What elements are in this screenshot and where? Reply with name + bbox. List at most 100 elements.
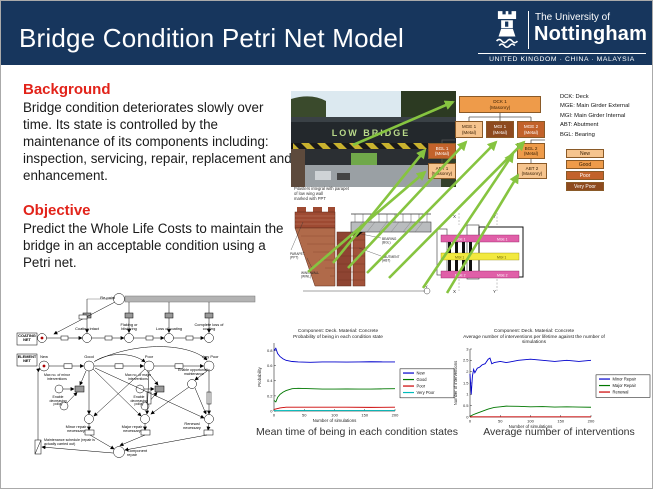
logo-line1: The University of xyxy=(535,12,611,23)
wing-wall-label: WING WALL(WWL) xyxy=(301,271,319,279)
petri-label-flaking: Flaking or blistering xyxy=(120,322,138,332)
chart2-title: Component: Deck. Material: Concrete xyxy=(493,329,575,334)
y-marker-top: Y xyxy=(493,214,496,219)
legend-line-bgl: BGL: Bearing xyxy=(560,131,595,138)
mge1-label-right: MGE 1 xyxy=(497,238,508,242)
petri-label-major-max: Max no. of major interventions xyxy=(124,373,152,381)
svg-text:200: 200 xyxy=(588,418,595,423)
svg-text:150: 150 xyxy=(361,413,368,418)
bearing-label: BEARING(BGL) xyxy=(382,237,397,245)
svg-text:0: 0 xyxy=(469,418,472,423)
legend-line-abt: ABT: Abutment xyxy=(560,122,599,129)
university-logo: The University of Nottingham UNITED KING… xyxy=(478,7,647,63)
hierarchy-box-abt1: ABT 1 (Masonry) xyxy=(428,163,456,179)
svg-text:0.4: 0.4 xyxy=(267,378,273,383)
petri-label-poor: Poor xyxy=(144,354,154,359)
hierarchy-box-mge2: MGE 2 (Metal) xyxy=(517,121,545,138)
svg-text:0.5: 0.5 xyxy=(463,403,469,408)
petri-label-opportunistic: Enable opportunistic maintenance xyxy=(178,368,210,376)
svg-text:100: 100 xyxy=(331,413,338,418)
svg-text:3: 3 xyxy=(466,346,469,351)
petri-label-minor-enable: Enable decreasing policy xyxy=(49,395,67,407)
mge2-label-left: MGE 2 xyxy=(455,274,466,278)
svg-text:Number of simulations: Number of simulations xyxy=(313,418,357,423)
legend-line-mge: MGE: Main Girder External xyxy=(560,103,630,110)
svg-text:2: 2 xyxy=(466,369,469,374)
svg-text:Number of simulations: Number of simulations xyxy=(509,424,553,429)
svg-text:Very Poor: Very Poor xyxy=(417,390,436,395)
castle-icon xyxy=(495,11,519,48)
plan-diagram: X Y X Y MGE 1 MGE 1 MGI 1 MGI 1 MGE 2 MG… xyxy=(436,213,524,294)
petri-label-loss-coating: Loss of coating xyxy=(155,326,183,331)
cross-section-drawing: PARAPET(PPT) WING WALL(WWL) ABUTMENT(ABT… xyxy=(290,207,432,295)
svg-text:50: 50 xyxy=(302,413,307,418)
svg-text:0: 0 xyxy=(466,414,469,419)
petri-label-coating-net: COATING NET xyxy=(18,333,36,343)
svg-text:Minor Repair: Minor Repair xyxy=(613,376,637,381)
hierarchy-box-abt2: ABT 2 (Masonry) xyxy=(517,163,547,179)
petri-label-component-repair: Component repair xyxy=(127,448,148,458)
hierarchy-box-dck1: DCK 1 (Masonry) xyxy=(459,96,541,113)
parapet-label: PARAPET(PPT) xyxy=(290,252,305,260)
hierarchy-box-mge1: MGE 1 (Metal) xyxy=(455,121,483,138)
slide-title: Bridge Condition Petri Net Model xyxy=(19,23,405,53)
chart2-subtitle: Average number of interventions per life… xyxy=(463,334,605,346)
petri-net: Re-paint COATING NET ELEMENT NET Coating… xyxy=(7,289,259,485)
component-hierarchy: DCK 1 (Masonry) MGE 1 (Metal) MGI 1 (Met… xyxy=(426,91,652,193)
x-marker-bottom: X xyxy=(453,289,456,294)
hierarchy-box-mgi1: MGI 1 (Metal) xyxy=(486,121,514,138)
svg-text:0: 0 xyxy=(273,413,276,418)
objective-body: Predict the Whole Life Costs to maintain… xyxy=(23,221,284,270)
svg-text:0.2: 0.2 xyxy=(267,393,273,398)
svg-text:Good: Good xyxy=(417,377,428,382)
svg-text:50: 50 xyxy=(498,418,503,423)
abutment-label: ABUTMENT(ABT) xyxy=(382,255,400,263)
background-body: Bridge condition deteriorates slowly ove… xyxy=(23,100,292,183)
header-bar: Bridge Condition Petri Net Model The Uni… xyxy=(1,1,652,65)
background-heading: Background xyxy=(23,81,111,98)
svg-text:Number of interventions: Number of interventions xyxy=(453,360,458,404)
mgi1-label-left: MGI 1 xyxy=(455,256,464,260)
svg-text:200: 200 xyxy=(392,413,399,418)
svg-text:New: New xyxy=(417,370,425,375)
petri-label-minor-repair: Minor repair necessary xyxy=(65,424,87,434)
svg-text:0.6: 0.6 xyxy=(267,363,273,368)
chart1-title: Component: Deck. Material: Concrete xyxy=(297,329,379,334)
chart1-subtitle: Probability of being in each condition s… xyxy=(293,334,383,340)
hierarchy-box-bgl2: BGL 2 (Metal) xyxy=(517,143,545,159)
petri-net-graph xyxy=(16,293,256,458)
svg-text:2.5: 2.5 xyxy=(463,357,469,362)
hierarchy-legend: DCK: Deck MGE: Main Girder External MGI:… xyxy=(560,93,630,140)
state-swatch-verypoor: Very Poor xyxy=(566,182,604,191)
petri-label-good: Good xyxy=(84,354,94,359)
objective-heading: Objective xyxy=(23,202,91,219)
legend-line-mgi: MGI: Main Girder Internal xyxy=(560,112,626,119)
petri-label-element-net: ELEMENT NET xyxy=(17,354,37,364)
state-swatch-poor: Poor xyxy=(566,171,604,180)
petri-label-major-repair: Major repair necessary xyxy=(121,424,143,434)
svg-text:Major Repair: Major Repair xyxy=(613,382,637,387)
petri-label-very-poor: Very Poor xyxy=(201,354,219,359)
y-marker-bottom: Y xyxy=(493,289,496,294)
petri-label-major-enable: Enable decreasing policy xyxy=(130,395,148,407)
mge2-label-right: MGE 2 xyxy=(497,274,508,278)
svg-text:100: 100 xyxy=(527,418,534,423)
svg-text:0: 0 xyxy=(270,408,273,413)
logo-rule xyxy=(478,53,646,54)
chart-probability: Component: Deck. Material: Concrete Prob… xyxy=(257,329,459,429)
chart-interventions: Component: Deck. Material: Concrete Aver… xyxy=(453,329,652,435)
petri-label-minor-max: Max no. of minor interventions xyxy=(43,373,71,381)
chart2-caption: Average number of interventions xyxy=(483,426,635,438)
mgi1-label-right: MGI 1 xyxy=(497,256,506,260)
y-marker: Y xyxy=(425,284,428,289)
mge1-label-left: MGE 1 xyxy=(455,238,466,242)
petri-label-coating-intact: Coating intact xyxy=(75,326,99,331)
logo-divider xyxy=(528,11,529,49)
low-bridge-sign: LOW BRIDGE xyxy=(332,128,411,138)
x-marker-top: X xyxy=(453,214,456,219)
petri-label-new: New xyxy=(40,354,48,359)
petri-label-schedule: Maintenance schedule (repair is actually… xyxy=(44,438,95,446)
